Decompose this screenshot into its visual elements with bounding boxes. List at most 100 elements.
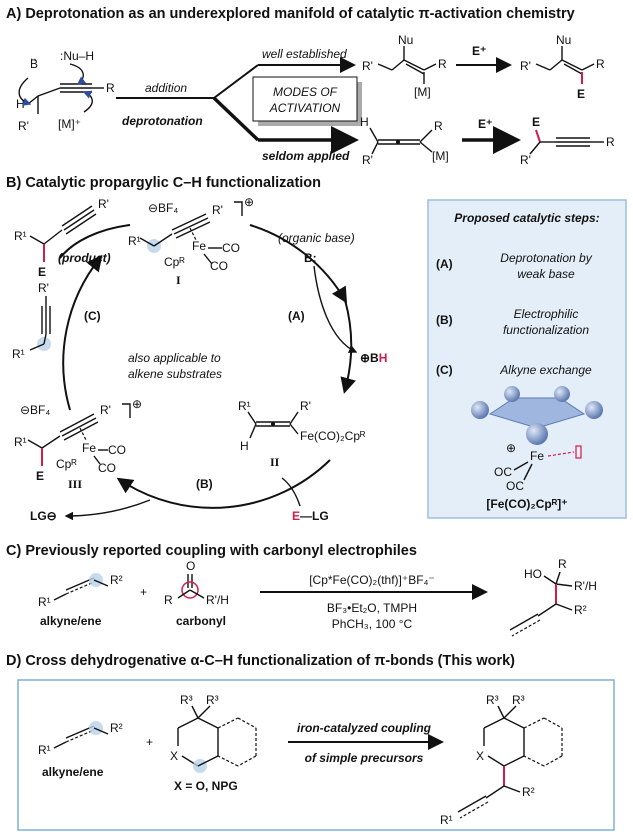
svg-text:R¹: R¹ [12,347,25,361]
addition-intermediate: R' Nu R [M] [362,33,447,99]
svg-text:R³: R³ [512,693,525,707]
svg-text:Fe: Fe [82,441,96,455]
e-plus-lower: E⁺ [478,117,492,131]
h-label: H [16,97,25,111]
bh-label: ⊕BH [360,351,387,365]
product-structure: R¹ R' E (product) [14,197,111,279]
alkyne-ene-label-c: alkyne/ene [40,614,102,628]
panel-a-substrate: B .. :Nu–H H R' R [M]⁺ [16,49,115,133]
cycle-arc-a2 [340,299,356,394]
box-step-b-label: (B) [436,313,453,327]
box-step-a-label: (A) [436,257,453,271]
addition-product: R' Nu R E [520,33,605,101]
label-addition: addition [145,81,187,95]
svg-text:+: + [140,585,147,599]
cycle-step-b: (B) [196,477,213,491]
svg-text:R²: R² [110,721,123,735]
product-label: (product) [58,251,111,265]
svg-text:Cpᴿ: Cpᴿ [56,457,77,471]
panel-c-alkyne: R¹ R² alkyne/ene [38,573,123,628]
modes-line-1: MODES OF [273,85,338,99]
svg-text:R¹: R¹ [128,234,141,248]
svg-text:[M]: [M] [432,149,449,163]
cycle-arc-c [62,254,103,411]
svg-text:R: R [596,57,605,71]
svg-text:E: E [38,265,46,279]
e-plus-upper: E⁺ [472,44,486,58]
svg-text:R: R [558,557,567,571]
r-label: R [106,81,115,95]
lg-label: LG⊖ [30,509,57,523]
carbonyl-label: carbonyl [176,614,226,628]
cycle-arc-b [116,459,331,509]
svg-text:R²: R² [522,785,535,799]
svg-text:R': R' [520,59,531,73]
center-text-2: alkene substrates [128,367,222,381]
svg-text:R³: R³ [486,693,499,707]
svg-text:X: X [170,749,178,763]
svg-text:R¹: R¹ [38,743,51,757]
complex-ii: R¹ H R' Fe(CO)₂Cpᴿ II [238,399,366,469]
svg-text:E: E [577,87,585,101]
svg-text:OC: OC [494,465,512,479]
center-text-1: also applicable to [128,351,221,365]
panel-d-alkyne: R¹ R² alkyne/ene [38,721,123,779]
base-b-label: B: [304,251,317,265]
nucleophile-label: :Nu–H [60,49,94,63]
svg-text:Nu: Nu [556,33,571,47]
alkyne-substrate: R' R¹ [12,281,51,361]
svg-text:R¹: R¹ [14,435,27,449]
svg-text:Fe(CO)₂Cpᴿ: Fe(CO)₂Cpᴿ [300,429,366,443]
r-prime-label: R' [18,119,29,133]
svg-text:R'/H: R'/H [206,593,229,607]
reagent-bot: PhCH₃, 100 °C [332,617,413,631]
panel-b-title: B) Catalytic propargylic C–H functionali… [6,175,321,191]
svg-text:R': R' [98,197,109,211]
e-lg-label: E—LG [292,509,329,523]
cycle-step-a: (A) [288,309,305,323]
svg-text:III: III [68,477,82,491]
svg-text:R: R [164,593,173,607]
svg-text:I: I [176,273,181,287]
complex-iii: ⊖BF₄ R¹ R' ⊕ E Fe CO CO Cpᴿ III [14,397,142,491]
svg-text:E: E [532,115,540,129]
arrow-text-top: iron-catalyzed coupling [297,721,432,735]
svg-text:H: H [360,115,369,129]
metal-label: [M]⁺ [58,117,81,131]
label-well-established: well established [262,47,347,61]
base-label: B [30,57,38,71]
svg-text:II: II [270,455,280,469]
fork-upper [213,64,259,99]
complex-i: ⊖BF₄ R¹ R' ⊕ Fe CO CO Cpᴿ I [128,195,254,287]
svg-text:R: R [434,119,443,133]
svg-text:R'/H: R'/H [574,579,597,593]
svg-text:R': R' [212,203,223,217]
svg-text:Fe: Fe [530,449,544,463]
panel-d-title: D) Cross dehydrogenative α-C–H functiona… [6,653,515,669]
svg-text:R': R' [100,403,111,417]
svg-text:R¹: R¹ [238,399,251,413]
svg-text:R²: R² [574,603,587,617]
panel-c-product: HO R R'/H R² [509,557,597,637]
svg-text:R³: R³ [206,693,219,707]
svg-text:CO: CO [108,443,126,457]
modes-line-2: ACTIVATION [269,101,341,115]
svg-text:⊕: ⊕ [506,441,516,455]
svg-text:R': R' [520,153,531,167]
label-seldom-applied: seldom applied [262,149,350,163]
svg-text:weak base: weak base [517,267,575,281]
svg-text:Alkyne exchange: Alkyne exchange [499,363,592,377]
svg-text:Nu: Nu [398,33,413,47]
propargyl-product: E R' R [520,115,615,167]
complex-label: [Fe(CO)₂Cpᴿ]⁺ [486,497,567,511]
cp-ring-icon [471,386,603,445]
svg-text:X: X [476,749,484,763]
svg-text:R¹: R¹ [14,229,27,243]
arrow-text-bottom: of simple precursors [305,751,424,765]
svg-text:..: .. [30,49,37,63]
svg-text:Deprotonation by: Deprotonation by [500,251,592,265]
allenyl-intermediate: H R' R [M] [360,115,449,167]
proposed-steps-box: Proposed catalytic steps: (A) Deprotonat… [427,199,627,519]
panel-d-box [17,679,615,831]
